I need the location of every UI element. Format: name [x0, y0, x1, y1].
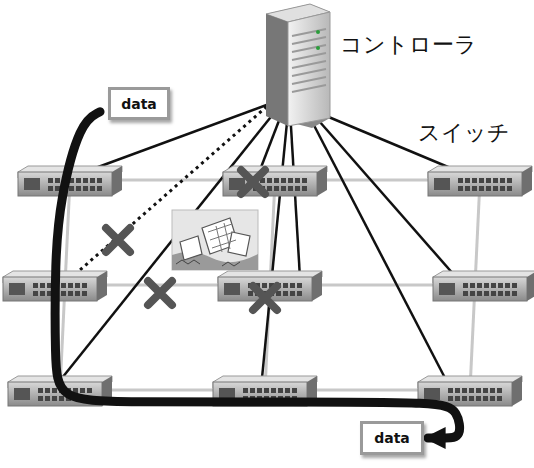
earthquake-picture [172, 210, 258, 270]
data-box: data [360, 421, 424, 455]
switch-label: スイッチ [418, 118, 510, 148]
grid-links [55, 180, 485, 390]
control-links [62, 100, 460, 378]
data-flow-path [55, 112, 459, 438]
switch-icons [3, 166, 534, 406]
data-label: data [121, 96, 157, 112]
controller-server [266, 4, 330, 128]
failure-marks [106, 170, 277, 310]
data-box: data [108, 87, 170, 120]
controller-label: コントローラ [340, 30, 477, 60]
data-label: data [374, 430, 410, 446]
